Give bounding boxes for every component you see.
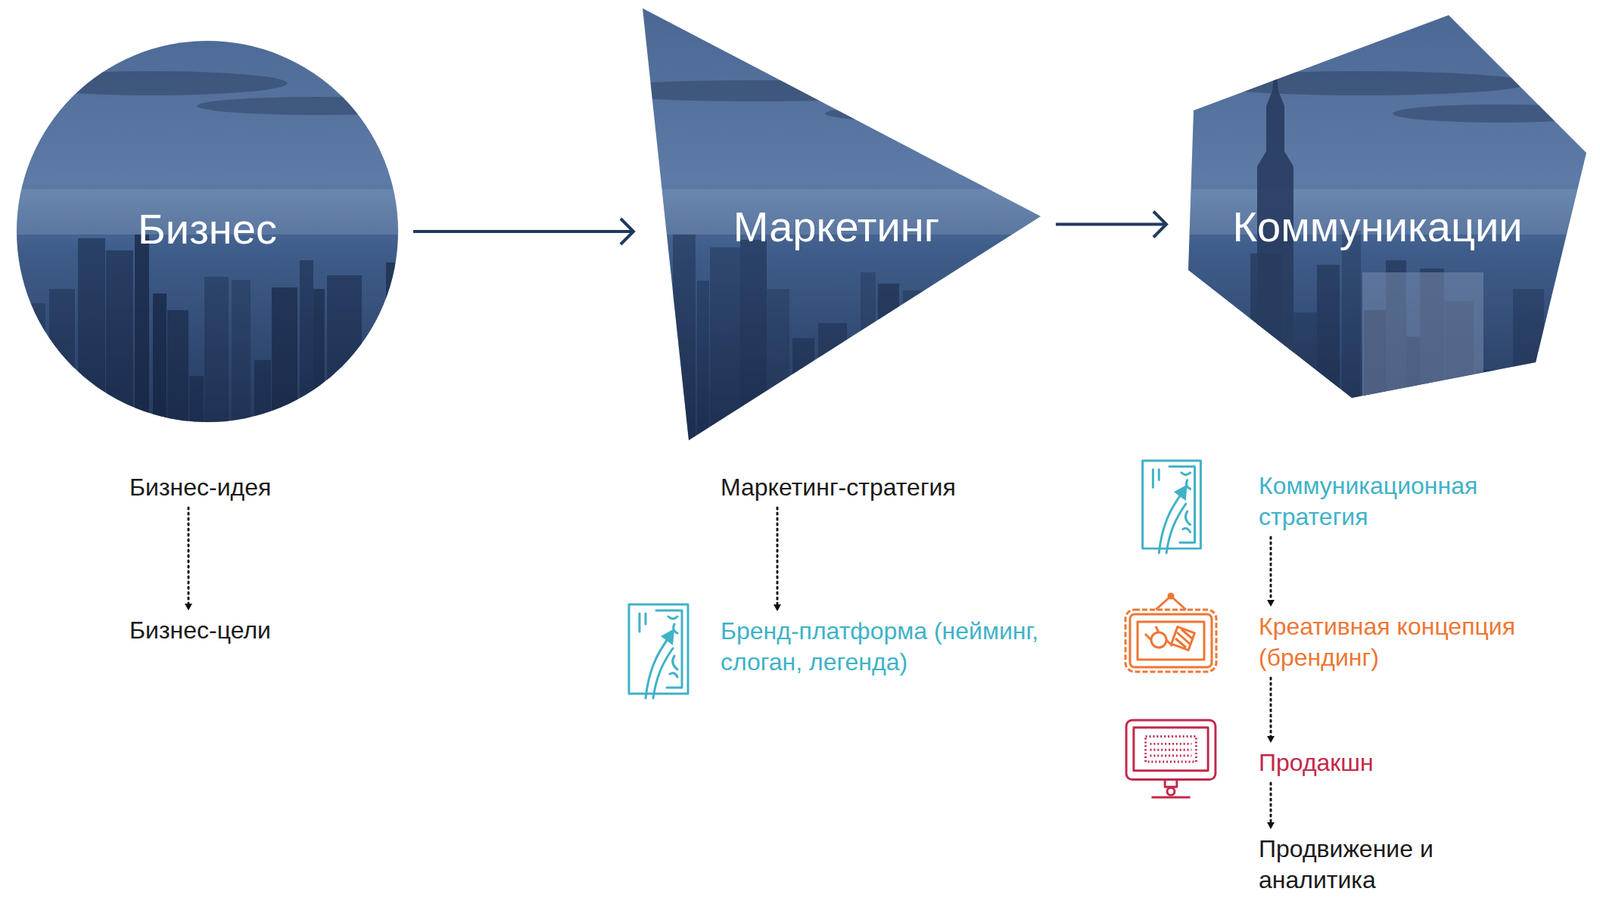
step-text: Креативная концепция (брендинг) <box>1258 611 1577 674</box>
step-text: Продвижение и аналитика <box>1258 834 1456 897</box>
creative-frame-icon <box>1125 594 1217 673</box>
step-label: Бизнес-идея <box>129 472 271 504</box>
arrow-head <box>1153 211 1167 238</box>
dotted-arrow <box>773 507 782 612</box>
city-photo <box>0 8 1600 530</box>
flow-arrow <box>1055 211 1167 238</box>
connector-line <box>413 230 634 234</box>
step-text: Бизнес-идея <box>129 472 271 504</box>
connector-line <box>187 507 190 604</box>
stage-title: Коммуникации <box>1232 202 1523 252</box>
step-text: Бизнес-цели <box>129 615 271 647</box>
dotted-arrow <box>1266 537 1275 608</box>
arrow-head <box>620 218 634 245</box>
stage-title: Маркетинг <box>733 202 940 252</box>
step-text: Маркетинг-стратегия <box>720 472 956 504</box>
production-monitor-icon <box>1126 720 1216 798</box>
dotted-arrow <box>184 507 193 611</box>
connector-line <box>1270 678 1273 737</box>
step-label: Продакшн <box>1258 747 1374 779</box>
stage-title: Бизнес <box>137 204 278 254</box>
arrow-head <box>1266 822 1275 830</box>
arrow-head <box>773 604 782 612</box>
strategy-icon <box>1142 460 1202 554</box>
step-text: Бренд-платформа (нейминг, слоган, легенд… <box>720 616 1077 679</box>
dotted-arrow <box>1266 783 1275 830</box>
arrow-head <box>1266 736 1275 744</box>
flow-arrow <box>413 218 634 245</box>
step-label: Коммуникационная стратегия <box>1258 470 1532 533</box>
step-label: Бизнес-цели <box>129 615 271 647</box>
step-label: Маркетинг-стратегия <box>720 472 956 504</box>
arrow-head <box>1266 600 1275 608</box>
step-label: Креативная концепция (брендинг) <box>1258 611 1577 674</box>
step-text: Коммуникационная стратегия <box>1258 470 1532 533</box>
stage-polygon: Маркетинг <box>642 8 1041 441</box>
connector-line <box>1270 537 1273 601</box>
connector-line <box>1055 223 1167 227</box>
city-photo <box>0 15 1600 545</box>
step-label: Продвижение и аналитика <box>1258 834 1456 897</box>
stage-polygon: Коммуникации <box>1188 15 1587 399</box>
step-label: Бренд-платформа (нейминг, слоган, легенд… <box>720 616 1077 679</box>
stage-circle: Бизнес <box>16 40 399 423</box>
brand-platform-icon <box>628 604 688 699</box>
step-text: Продакшн <box>1258 747 1374 779</box>
dotted-arrow <box>1266 678 1275 744</box>
connector-line <box>1270 783 1273 823</box>
arrow-head <box>184 603 193 611</box>
connector-line <box>776 507 779 605</box>
